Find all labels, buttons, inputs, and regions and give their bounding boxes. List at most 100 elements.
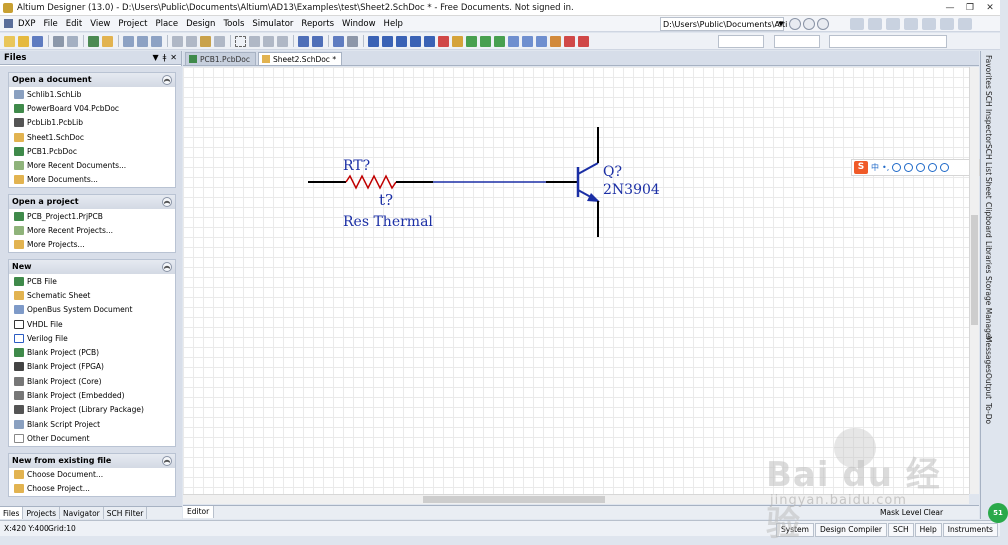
vertical-scrollbar[interactable] <box>969 67 979 494</box>
hierarchy-icon[interactable] <box>333 35 344 47</box>
collapse-icon[interactable]: ︽ <box>162 75 172 85</box>
menu-dxp[interactable]: DXP <box>18 18 36 29</box>
redo-icon[interactable] <box>312 35 323 47</box>
section-header[interactable]: Open a project ︽ <box>9 195 175 210</box>
device-sheet-icon[interactable] <box>494 35 505 47</box>
document-path-field[interactable]: D:\Users\Public\Documents\Alti <box>660 17 787 31</box>
toolbar-combo-3[interactable] <box>829 35 947 48</box>
sch-button[interactable]: SCH <box>888 523 914 537</box>
skin-icon[interactable] <box>928 163 938 172</box>
off-sheet-icon[interactable] <box>522 35 533 47</box>
net-label-icon[interactable] <box>410 35 421 47</box>
list-item[interactable]: More Recent Projects... <box>9 223 175 237</box>
back-icon[interactable] <box>789 18 801 30</box>
instruments-button[interactable]: Instruments <box>942 523 998 537</box>
gnd-port-icon[interactable] <box>424 35 435 47</box>
list-item[interactable]: Verilog File <box>9 331 175 345</box>
rubber-stamp-icon[interactable] <box>214 35 225 47</box>
keyboard-icon[interactable] <box>916 163 926 172</box>
place-wire-icon[interactable] <box>368 35 379 47</box>
graph-icon[interactable] <box>850 18 864 30</box>
list-item[interactable]: Blank Project (PCB) <box>9 345 175 359</box>
menu-file[interactable]: File <box>43 18 58 29</box>
tab-navigator[interactable]: Navigator <box>60 507 104 519</box>
minimize-button[interactable]: — <box>945 3 955 13</box>
microphone-icon[interactable] <box>904 163 914 172</box>
horizontal-scrollbar[interactable] <box>183 494 969 504</box>
help-button[interactable]: Help <box>914 523 942 537</box>
settings-icon[interactable] <box>958 18 972 30</box>
deselect-icon[interactable] <box>263 35 274 47</box>
menu-window[interactable]: Window <box>342 18 376 29</box>
collapse-icon[interactable]: ︽ <box>162 261 172 272</box>
directive-icon[interactable] <box>536 35 547 47</box>
cut-icon[interactable] <box>172 35 183 47</box>
list-item[interactable]: Schlib1.SchLib <box>9 87 175 101</box>
list-item[interactable]: Blank Project (Core) <box>9 374 175 388</box>
emoji-icon[interactable] <box>892 163 902 172</box>
schematic-canvas[interactable]: RT? t? Res Thermal Q? 2N3904 <box>183 67 969 494</box>
list-item[interactable]: Choose Project... <box>9 482 175 496</box>
close-icon[interactable] <box>578 35 589 47</box>
scroll-thumb[interactable] <box>971 215 978 325</box>
sogou-logo[interactable]: S <box>854 161 868 174</box>
forward-icon[interactable] <box>803 18 815 30</box>
list-item[interactable]: More Projects... <box>9 238 175 252</box>
layout-icon[interactable] <box>940 18 954 30</box>
menu-edit[interactable]: Edit <box>65 18 83 29</box>
menu-project[interactable]: Project <box>118 18 148 29</box>
list-item[interactable]: Choose Document... <box>9 468 175 482</box>
harness-icon[interactable] <box>550 35 561 47</box>
list-item[interactable]: Other Document <box>9 431 175 445</box>
copy-icon[interactable] <box>186 35 197 47</box>
list-item[interactable]: VHDL File <box>9 317 175 331</box>
undo-icon[interactable] <box>298 35 309 47</box>
move-icon[interactable] <box>249 35 260 47</box>
arrow-up-icon[interactable] <box>868 18 882 30</box>
section-header[interactable]: New from existing file ︽ <box>9 453 175 468</box>
close-panel-icon[interactable]: ✕ <box>170 53 177 62</box>
panel-tab-storage-manager[interactable]: Storage Manager <box>984 276 993 341</box>
section-header[interactable]: New ︽ <box>9 259 175 274</box>
list-item[interactable]: PCB1.PcbDoc <box>9 144 175 158</box>
menu-place[interactable]: Place <box>155 18 179 29</box>
collapse-icon[interactable]: ︽ <box>162 197 172 208</box>
tab-sheet2-schdoc[interactable]: Sheet2.SchDoc * <box>257 52 343 65</box>
menu-tools[interactable]: Tools <box>223 18 245 29</box>
ime-toolbar[interactable]: S 中 •, <box>851 159 980 176</box>
tab-projects[interactable]: Projects <box>23 507 61 519</box>
mask-level-button[interactable]: Mask Level <box>880 507 922 517</box>
ime-punctuation[interactable]: •, <box>882 163 890 172</box>
list-item[interactable]: OpenBus System Document <box>9 303 175 317</box>
list-item[interactable]: PCB File <box>9 274 175 288</box>
list-item[interactable]: Sheet1.SchDoc <box>9 130 175 144</box>
select-area-icon[interactable] <box>235 35 246 47</box>
open-project-icon[interactable] <box>88 35 99 47</box>
zoom-selected-icon[interactable] <box>151 35 162 47</box>
place-bus-icon[interactable] <box>382 35 393 47</box>
tab-pcb1-pcbdoc[interactable]: PCB1.PcbDoc <box>185 52 256 65</box>
sheet-symbol-icon[interactable] <box>466 35 477 47</box>
close-button[interactable]: ✕ <box>986 3 994 13</box>
chevron-down-icon[interactable]: ▼ <box>778 20 784 28</box>
clear-filter-icon[interactable] <box>277 35 288 47</box>
list-item[interactable]: Blank Project (Embedded) <box>9 388 175 402</box>
panel-tab-output[interactable]: Output <box>984 373 993 400</box>
maximize-button[interactable]: ❐ <box>965 3 975 13</box>
folder-icon[interactable] <box>102 35 113 47</box>
bus-entry-icon[interactable] <box>396 35 407 47</box>
panel-tab-sheet[interactable]: Sheet <box>984 177 993 199</box>
toolbar-combo-1[interactable] <box>718 35 764 48</box>
gear-icon[interactable] <box>922 18 936 30</box>
ime-language[interactable]: 中 <box>871 163 879 172</box>
list-item[interactable]: Blank Script Project <box>9 417 175 431</box>
panel-tab-clipboard[interactable]: Clipboard <box>984 202 993 238</box>
design-compiler-button[interactable]: Design Compiler <box>814 523 888 537</box>
probe-icon[interactable] <box>904 18 918 30</box>
list-item[interactable]: Schematic Sheet <box>9 288 175 302</box>
print-icon[interactable] <box>53 35 64 47</box>
no-erc-icon[interactable] <box>564 35 575 47</box>
panel-tab-sch-list[interactable]: SCH List <box>984 144 993 176</box>
collapse-icon[interactable]: ︽ <box>162 455 172 466</box>
vcc-port-icon[interactable] <box>438 35 449 47</box>
